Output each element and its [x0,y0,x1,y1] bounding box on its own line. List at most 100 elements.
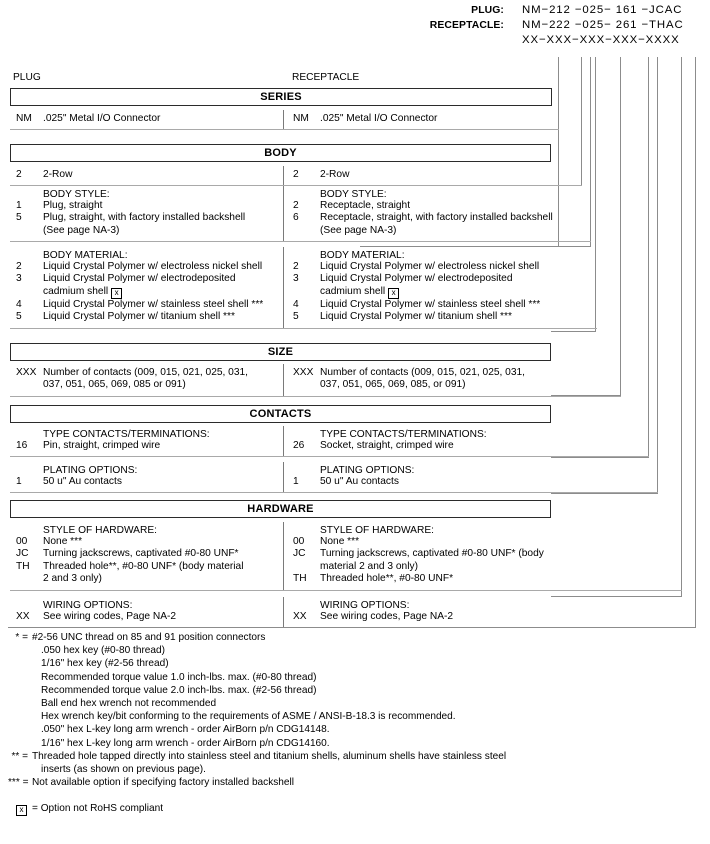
footnote-star-sub: 1/16" hex L-key long arm wrench - order … [41,737,330,749]
option-code: 1 [293,476,299,487]
body-material-title: BODY MATERIAL: [320,250,405,261]
list-item: JC Turning jackscrews, captivated #0-80 … [284,548,682,573]
plating-title: PLATING OPTIONS: [43,465,138,476]
footnotes: * =#2-56 UNC thread on 85 and 91 positio… [8,631,698,817]
footnote-double-star-cont: inserts (as shown on previous page). [41,764,206,776]
option-code: 3 [16,273,22,285]
row-plating: PLATING OPTIONS: 1 50 u" Au contacts PLA… [10,462,658,494]
option-desc: 2-Row [43,169,73,180]
option-desc: Threaded hole**, #0-80 UNF* [320,573,454,585]
option-code: 00 [293,536,305,547]
option-desc: Pin, straight, crimped wire [43,440,161,451]
bracket-vline-hardware-style [681,57,682,596]
bracket-vline-size [620,57,621,395]
list-item: 2 2-Row [284,169,582,181]
footnote-star-sub: Recommended torque value 2.0 inch-lbs. m… [41,684,317,696]
wiring-title: WIRING OPTIONS: [320,600,410,611]
bracket-vline-body-style [590,57,591,246]
option-desc: None *** [320,536,360,547]
list-item: 1 50 u" Au contacts [284,476,658,488]
list-item: XX See wiring codes, Page NA-2 [284,611,696,623]
footnote-star-text: #2-56 UNC thread on 85 and 91 position c… [32,632,266,643]
option-code: 5 [16,212,22,224]
list-item: 2 Receptacle, straight [284,200,591,212]
option-code: TH [293,573,307,585]
contacts-type-title: TYPE CONTACTS/TERMINATIONS: [320,429,487,440]
footnote-triple-star: *** =Not available option if specifying … [8,776,698,789]
body-style-title: BODY STYLE: [43,189,110,200]
bracket-vline-body-row [581,57,582,185]
bracket-vline-wiring [695,57,696,627]
list-item: 3 Liquid Crystal Polymer w/ electrodepos… [284,273,597,299]
footnote-triple-star-symbol: *** = [8,777,29,789]
option-desc: Turning jackscrews, captivated #0-80 UNF… [320,548,544,572]
option-code: 2 [16,169,22,180]
option-code: 4 [293,298,299,310]
body-material-plug-cell: BODY MATERIAL: 2 Liquid Crystal Polymer … [10,247,283,328]
receptacle-part-number: NM−222 −025− 261 −THAC [522,19,684,31]
body-style-title: BODY STYLE: [320,189,387,200]
list-item: 16 Pin, straight, crimped wire [10,440,283,452]
option-desc: Receptacle, straight [320,200,411,211]
list-item: 5 Liquid Crystal Polymer w/ titanium she… [284,311,597,323]
contacts-type-plug-cell: TYPE CONTACTS/TERMINATIONS: 16 Pin, stra… [10,426,283,456]
row-hardware-style: STYLE OF HARDWARE: 00 None *** JC Turnin… [10,522,682,591]
row-body-2row: 2 2-Row 2 2-Row [10,166,582,187]
option-code: 5 [16,311,22,323]
bracket-hline-plating [551,493,658,494]
rohs-noncompliant-icon: x [388,287,400,299]
hardware-style-title: STYLE OF HARDWARE: [43,525,157,536]
option-desc: Liquid Crystal Polymer w/ electroless ni… [320,261,540,272]
size-plug-cell: XXX Number of contacts (009, 015, 021, 0… [10,364,283,396]
option-code: 3 [293,273,299,285]
option-code: XX [293,611,307,622]
option-code: 1 [16,476,22,487]
list-item: TH Threaded hole**, #0-80 UNF* (body mat… [10,561,283,586]
option-code: 2 [16,261,22,272]
option-code: 6 [293,212,299,224]
bracket-vline-series [558,57,559,246]
option-code: TH [16,560,30,572]
size-receptacle-cell: XXX Number of contacts (009, 015, 021, 0… [283,364,621,396]
receptacle-part-number-row: RECEPTACLE: NM−222 −025− 261 −THAC [400,19,700,34]
footnote-double-star-text: Threaded hole tapped directly into stain… [32,750,507,762]
footnote-star-sub: .050" hex L-key long arm wrench - order … [41,724,330,736]
list-item: 5 Liquid Crystal Polymer w/ titanium she… [10,311,283,323]
plug-column-caption: PLUG [13,72,41,83]
bracket-vline-contacts-type [648,57,649,457]
plug-label: PLUG: [471,5,504,16]
bracket-hline-body-style [551,246,591,247]
option-code: 2 [293,261,299,272]
band-size: SIZE [10,343,551,361]
option-code: 4 [16,298,22,310]
option-code: NM [293,113,309,124]
bracket-hline-wiring [8,627,696,628]
body-plug-cell: 2 2-Row [10,166,283,185]
footnote-rohs-text: = Option not RoHS compliant [32,803,164,815]
list-item: 2 Liquid Crystal Polymer w/ electroless … [10,261,283,273]
option-desc: Plug, straight, with factory installed b… [43,212,246,236]
option-desc: Liquid Crystal Polymer w/ electrodeposit… [320,273,513,299]
list-item: XXX Number of contacts (009, 015, 021, 0… [284,367,621,392]
option-code: XXX [16,367,37,378]
option-desc: Liquid Crystal Polymer w/ titanium shell… [43,311,235,323]
option-code: 5 [293,311,299,323]
option-code: JC [293,548,306,560]
plug-part-number: NM−212 −025− 161 −JCAC [522,4,683,16]
wiring-title: WIRING OPTIONS: [43,600,133,611]
row-wiring: WIRING OPTIONS: XX See wiring codes, Pag… [10,597,696,628]
bracket-hline-contacts-type [551,457,649,458]
option-desc: See wiring codes, Page NA-2 [320,611,454,622]
band-body: BODY [10,144,551,162]
body-receptacle-cell: 2 2-Row [283,166,582,186]
footnote-star-sub: Ball end hex wrench not recommended [41,698,217,710]
option-desc: Plug, straight [43,200,103,211]
list-item: 00 None *** [284,536,682,548]
bracket-hline-series [360,246,559,247]
body-material-title: BODY MATERIAL: [43,250,128,261]
footnote-rohs: x= Option not RoHS compliant [8,789,698,817]
list-item: 00 None *** [10,536,283,548]
part-number-header: PLUG: NM−212 −025− 161 −JCAC RECEPTACLE:… [400,4,700,49]
option-code: JC [16,548,29,560]
option-desc: None *** [43,536,83,547]
